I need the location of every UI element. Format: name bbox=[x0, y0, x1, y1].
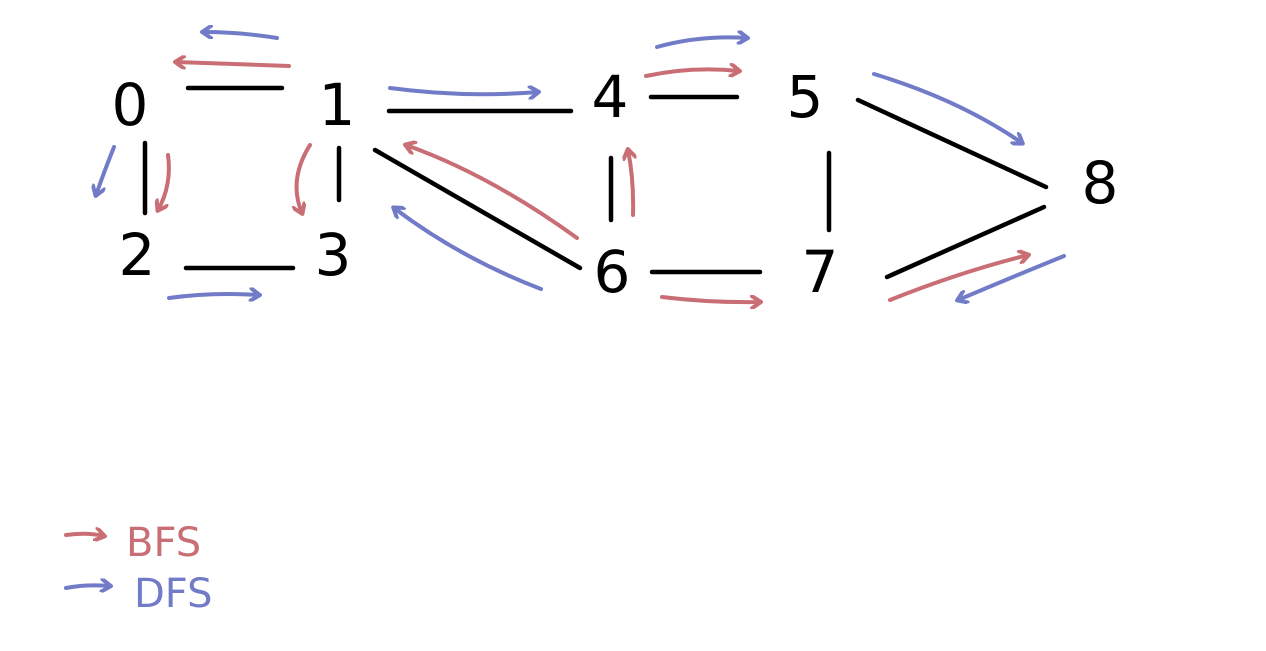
node-8: 8 bbox=[1082, 149, 1119, 217]
dfs-arrow-1-4 bbox=[388, 88, 538, 94]
edge-1-6 bbox=[372, 147, 583, 271]
nodes: 0 1 2 3 4 5 6 7 8 bbox=[112, 63, 1119, 306]
node-0: 0 bbox=[112, 71, 149, 139]
dfs-arrow-4-5 bbox=[655, 37, 747, 49]
node-2: 2 bbox=[119, 221, 156, 289]
bfs-arrow-6-4 bbox=[628, 150, 633, 217]
dfs-arrow-8-7 bbox=[958, 254, 1066, 300]
edge-7-8 bbox=[884, 204, 1047, 280]
traversal-arrows bbox=[96, 32, 1066, 302]
dfs-arrow-1-0 bbox=[203, 32, 279, 40]
node-5: 5 bbox=[787, 63, 824, 131]
bfs-arrow-1-0 bbox=[176, 62, 291, 66]
edge-5-8 bbox=[855, 97, 1049, 190]
edges bbox=[142, 85, 1049, 280]
dfs-arrow-5-8 bbox=[872, 72, 1022, 143]
legend-dfs-arrow-icon bbox=[64, 585, 110, 588]
bfs-arrow-7-8 bbox=[888, 255, 1028, 302]
bfs-arrow-1-3 bbox=[297, 143, 312, 213]
node-3: 3 bbox=[315, 221, 352, 289]
bfs-arrow-0-2 bbox=[158, 153, 171, 210]
bfs-arrow-6-7 bbox=[660, 297, 760, 302]
dfs-arrow-6-3 bbox=[394, 208, 543, 291]
dfs-arrow-2-3 bbox=[167, 294, 259, 298]
legend: BFS DFS bbox=[64, 520, 213, 617]
legend-dfs-label: DFS bbox=[134, 571, 213, 617]
node-1: 1 bbox=[319, 71, 356, 139]
bfs-arrow-4-5 bbox=[644, 69, 739, 76]
node-7: 7 bbox=[802, 238, 839, 306]
bfs-arrow-6-1 bbox=[406, 145, 579, 240]
legend-bfs-arrow-icon bbox=[64, 534, 104, 536]
legend-bfs-label: BFS bbox=[126, 520, 201, 566]
node-4: 4 bbox=[592, 63, 629, 131]
node-6: 6 bbox=[594, 238, 631, 306]
dfs-arrow-0-2 bbox=[96, 145, 116, 195]
